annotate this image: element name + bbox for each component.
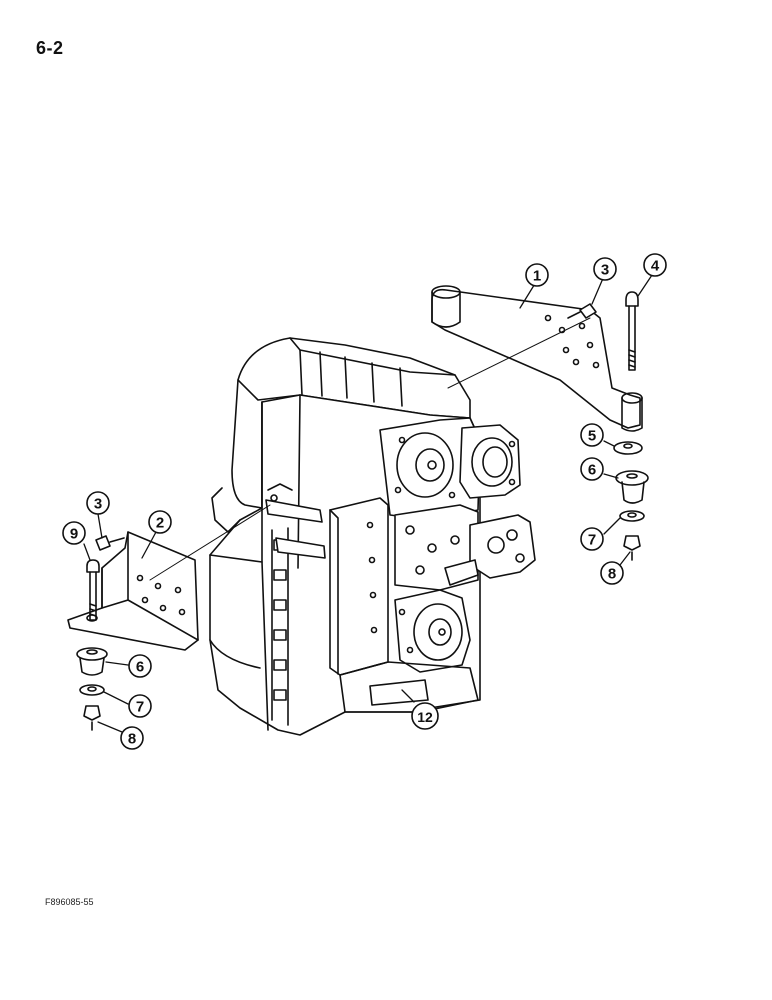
callout-label-7-right: 7 [588,532,596,549]
callout-circle-2 [148,510,172,534]
leader-lines [83,271,655,733]
callout-label-7-left: 7 [136,699,144,716]
callout-label-3-left: 3 [94,496,102,513]
callout-circle-7-right [580,527,604,551]
mounting-bracket-left [67,531,199,651]
washer-7-right [619,510,645,522]
figure-code: F896085-55 [45,897,94,907]
callout-label-4: 4 [651,258,660,275]
washer-7-left [79,684,105,696]
bolt-3-right [567,303,597,319]
alignment-line-left [149,504,271,581]
callout-circle-6-right [580,457,604,481]
callout-label-9: 9 [70,526,78,543]
nut-8-left [83,705,101,731]
callout-label-6-right: 6 [588,462,596,479]
callout-label-3-right: 3 [601,262,609,279]
callout-circle-3-left [86,491,110,515]
washer-5 [613,441,643,455]
callout-circle-7-left [128,694,152,718]
callout-label-5: 5 [588,428,596,445]
callout-circle-12 [411,702,439,730]
page-number: 6-2 [36,38,64,58]
isolator-6-left [76,647,108,676]
callout-label-12: 12 [417,709,433,725]
callout-circle-9 [62,521,86,545]
bolt-9 [86,559,100,621]
callout-label-2: 2 [156,515,164,532]
isolator-6-right [615,470,649,504]
bolt-3-left [95,535,125,551]
callout-circle-6-left [128,654,152,678]
callout-circle-8-left [120,726,144,750]
bolt-4 [625,291,639,371]
callout-label-6-left: 6 [136,659,144,676]
callout-circle-3-right [593,257,617,281]
callout-label-8-right: 8 [608,566,616,583]
callout-circle-8-right [600,561,624,585]
alignment-line-right [447,317,591,389]
callout-circle-5 [580,423,604,447]
transmission-housing [209,337,536,736]
callout-label-1: 1 [533,268,541,285]
callout-circle-4 [643,253,667,277]
callout-label-8-left: 8 [128,731,136,748]
nut-8-right [623,535,641,561]
callout-circle-1 [525,263,549,287]
